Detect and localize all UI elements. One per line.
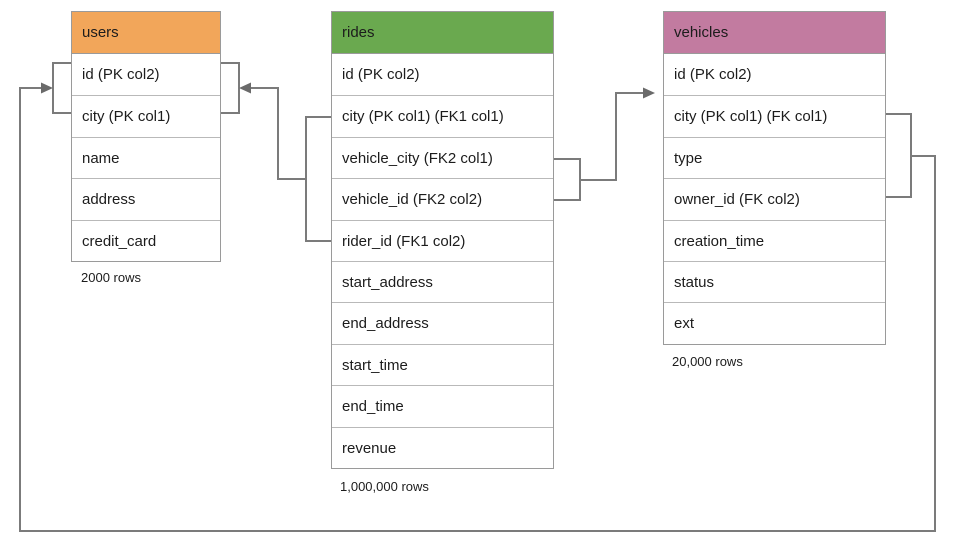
table-rides-column-rider-id[interactable]: rider_id (FK1 col2) [332,219,553,261]
table-vehicles-column-id[interactable]: id (PK col2) [664,54,885,96]
table-vehicles-title: vehicles [664,12,885,54]
table-vehicles-column-ext[interactable]: ext [664,302,885,344]
table-rides-column-end-time[interactable]: end_time [332,385,553,427]
table-vehicles-column-status[interactable]: status [664,260,885,303]
table-users-column-city[interactable]: city (PK col1) [72,95,220,137]
table-rides-column-revenue[interactable]: revenue [332,426,553,468]
table-rides-column-end-address[interactable]: end_address [332,302,553,344]
table-vehicles-column-creation-time[interactable]: creation_time [664,219,885,261]
table-users-title: users [72,12,220,54]
connector-users-right-bracket [221,62,240,114]
table-vehicles-column-city[interactable]: city (PK col1) (FK col1) [664,95,885,137]
table-vehicles[interactable]: vehicles id (PK col2) city (PK col1) (FK… [663,11,886,345]
connector-users-left-bracket [52,62,71,114]
table-rides-column-start-address[interactable]: start_address [332,260,553,303]
connector-rides-to-users [239,82,331,242]
table-vehicles-row-count: 20,000 rows [672,354,743,369]
table-rides-column-vehicle-city[interactable]: vehicle_city (FK2 col1) [332,136,553,179]
table-users-column-address[interactable]: address [72,178,220,220]
table-users-column-name[interactable]: name [72,136,220,179]
table-rides-column-id[interactable]: id (PK col2) [332,54,553,96]
table-users-column-credit-card[interactable]: credit_card [72,219,220,261]
table-vehicles-column-type[interactable]: type [664,136,885,179]
table-rides-row-count: 1,000,000 rows [340,479,429,494]
table-rides-title: rides [332,12,553,54]
table-users[interactable]: users id (PK col2) city (PK col1) name a… [71,11,221,262]
table-rides-column-start-time[interactable]: start_time [332,343,553,386]
connector-rides-to-vehicles [554,87,655,201]
table-users-row-count: 2000 rows [81,270,141,285]
table-rides[interactable]: rides id (PK col2) city (PK col1) (FK1 c… [331,11,554,469]
table-rides-column-vehicle-id[interactable]: vehicle_id (FK2 col2) [332,178,553,220]
table-rides-column-city[interactable]: city (PK col1) (FK1 col1) [332,95,553,137]
table-users-column-id[interactable]: id (PK col2) [72,54,220,96]
table-vehicles-column-owner-id[interactable]: owner_id (FK col2) [664,178,885,220]
